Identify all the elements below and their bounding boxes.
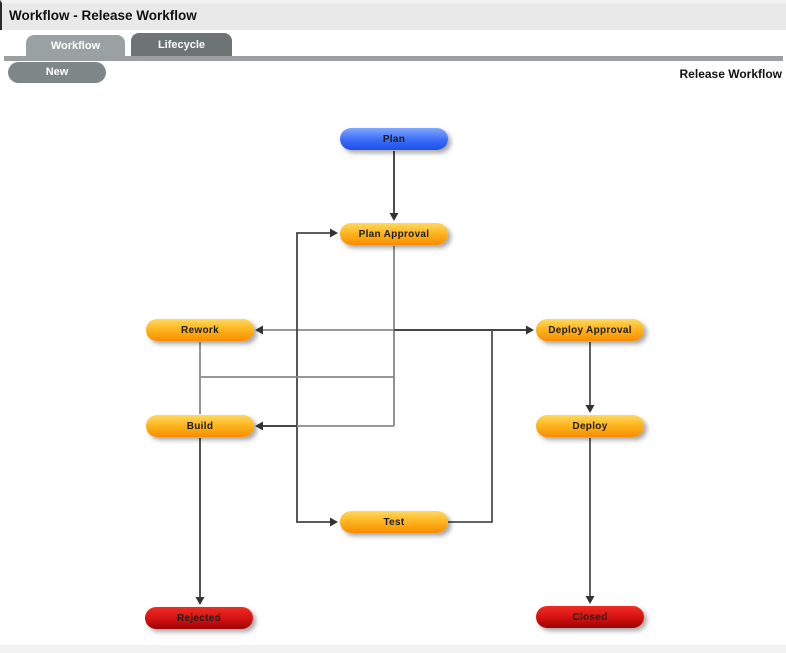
page-title: Workflow - Release Workflow: [9, 8, 197, 23]
node-closed[interactable]: Closed: [536, 606, 644, 628]
tab-divider-bar: [4, 56, 783, 61]
arrowhead-left-icon: [255, 325, 263, 335]
arrowhead-left-icon: [255, 421, 263, 431]
node-plan[interactable]: Plan: [340, 128, 448, 150]
arrowhead-down-icon: [585, 405, 595, 413]
arrowhead-right-icon: [330, 228, 338, 238]
node-deploy-approval[interactable]: Deploy Approval: [536, 319, 644, 341]
node-plan-approval[interactable]: Plan Approval: [340, 223, 448, 245]
arrowhead-right-icon: [330, 517, 338, 527]
arrowhead-right-icon: [526, 325, 534, 335]
arrowhead-down-icon: [585, 596, 595, 604]
node-build[interactable]: Build: [146, 415, 254, 437]
tab-lifecycle[interactable]: Lifecycle: [131, 33, 232, 56]
footer-strip: [0, 645, 786, 653]
workflow-name-label: Release Workflow: [679, 67, 782, 81]
node-rejected[interactable]: Rejected: [145, 607, 253, 629]
node-deploy[interactable]: Deploy: [536, 415, 644, 437]
arrowhead-down-icon: [195, 597, 205, 605]
tab-workflow[interactable]: Workflow: [26, 35, 125, 56]
node-rework[interactable]: Rework: [146, 319, 254, 341]
new-button[interactable]: New: [8, 62, 106, 83]
edge-test-to-deploy-approval: [448, 330, 493, 523]
arrowhead-down-icon: [389, 213, 399, 221]
window-title-bar: Workflow - Release Workflow: [0, 0, 786, 30]
node-test[interactable]: Test: [340, 511, 448, 533]
